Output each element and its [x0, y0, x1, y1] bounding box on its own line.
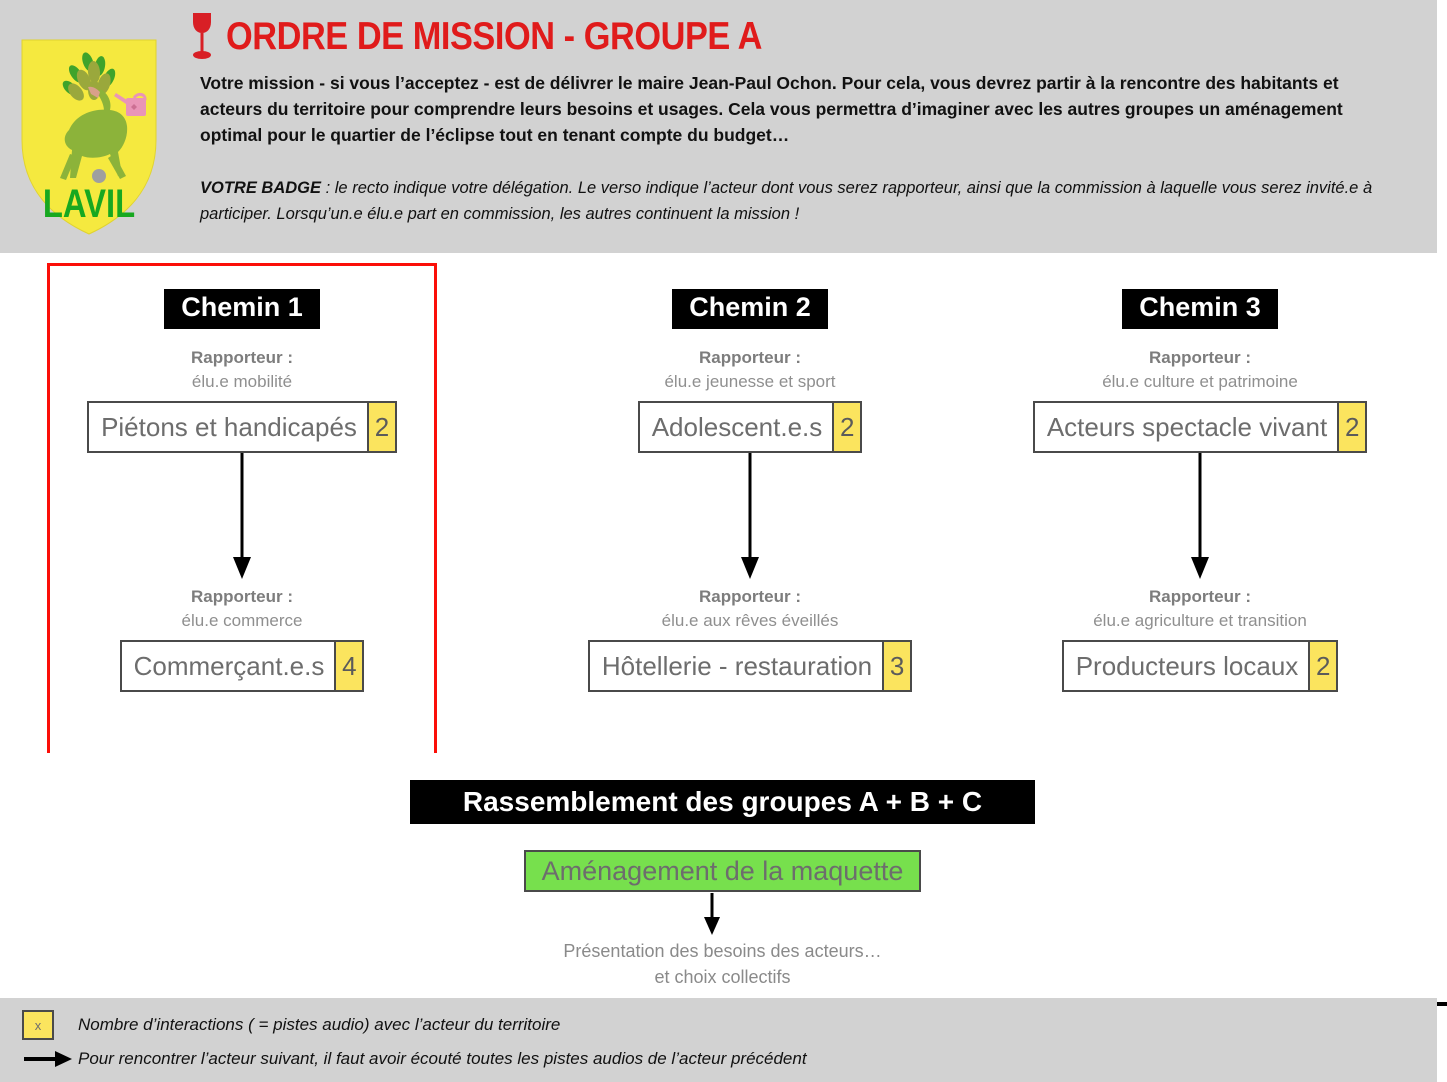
actor-interaction-count: 4: [334, 640, 365, 692]
legend-text-interactions: Nombre d’interactions ( = pistes audio) …: [78, 1015, 561, 1034]
mission-intro-paragraph: Votre mission - si vous l’acceptez - est…: [200, 73, 1343, 145]
actor-name: Adolescent.e.s: [651, 411, 823, 442]
rapporteur-value: élu.e agriculture et transition: [1093, 611, 1307, 630]
meeting-flow-arrow-icon: [700, 893, 724, 942]
actor-name: Piétons et handicapés: [101, 411, 357, 442]
legend-panel: x Nombre d’interactions ( = pistes audio…: [0, 998, 1437, 1082]
rapporteur-label-2-1: Rapporteur : élu.e jeunesse et sport: [530, 346, 970, 394]
chemin-badge-3[interactable]: Chemin 3: [1122, 289, 1278, 329]
actor-interaction-count: 2: [1308, 640, 1339, 692]
legend-arrow-icon: [22, 1048, 74, 1070]
logo-text: LAVIL: [43, 181, 135, 226]
page-title-text: ORDRE DE MISSION - GROUPE A: [226, 14, 763, 58]
chemin-column-2: Chemin 2 Rapporteur : élu.e jeunesse et …: [530, 253, 970, 692]
rapporteur-title: Rapporteur :: [699, 587, 801, 606]
rassemblement-banner: Rassemblement des groupes A + B + C: [410, 780, 1035, 824]
badge-explanation-paragraph: VOTRE BADGE : le recto indique votre dél…: [200, 175, 1380, 227]
presentation-note: Présentation des besoins des acteurs… et…: [410, 938, 1035, 990]
actor-interaction-count: 3: [882, 640, 913, 692]
rapporteur-title: Rapporteur :: [699, 348, 801, 367]
chemin-badge-1[interactable]: Chemin 1: [164, 289, 320, 329]
actor-name: Commerçant.e.s: [133, 650, 325, 681]
rapporteur-label-3-1: Rapporteur : élu.e culture et patrimoine: [980, 346, 1420, 394]
flow-arrow-icon-1: [233, 453, 251, 579]
lavil-shield-deer-logo: LAVIL: [14, 22, 164, 242]
maquette-box[interactable]: Aménagement de la maquette: [524, 850, 921, 892]
chemin-column-1: Chemin 1 Rapporteur : élu.e mobilité Pié…: [22, 253, 462, 692]
rapporteur-label-3-2: Rapporteur : élu.e agriculture et transi…: [980, 585, 1420, 633]
header-panel: LAVIL ORDRE DE MISSION - GROUPE A Votre …: [0, 0, 1437, 253]
actor-name: Producteurs locaux: [1075, 650, 1299, 681]
legend-row-arrow: Pour rencontrer l’acteur suivant, il fau…: [22, 1048, 807, 1070]
paths-section: Chemin 1 Rapporteur : élu.e mobilité Pié…: [0, 253, 1447, 1006]
rapporteur-value: élu.e aux rêves éveillés: [661, 611, 839, 630]
actor-interaction-count: 2: [832, 401, 863, 453]
actor-name: Acteurs spectacle vivant: [1046, 411, 1328, 442]
rapporteur-title: Rapporteur :: [1149, 587, 1251, 606]
rapporteur-value: élu.e jeunesse et sport: [664, 372, 836, 391]
legend-text-arrow: Pour rencontrer l’acteur suivant, il fau…: [78, 1049, 807, 1068]
actor-interaction-count: 2: [1337, 401, 1368, 453]
meeting-section: Rassemblement des groupes A + B + C Amén…: [0, 753, 1447, 998]
badge-label: VOTRE BADGE: [200, 179, 322, 197]
actor-box-2-2[interactable]: Hôtellerie - restauration 3: [587, 640, 913, 692]
rapporteur-value: élu.e commerce: [181, 611, 303, 630]
wine-glass-icon: [188, 10, 216, 62]
actor-box-3-2[interactable]: Producteurs locaux 2: [1061, 640, 1339, 692]
rapporteur-value: élu.e mobilité: [191, 372, 293, 391]
page-title: ORDRE DE MISSION - GROUPE A: [188, 8, 835, 64]
badge-text: : le recto indique votre délégation. Le …: [200, 179, 1373, 223]
legend-count-key: x: [22, 1010, 54, 1040]
actor-interaction-count: 2: [366, 401, 397, 453]
actor-box-3-1[interactable]: Acteurs spectacle vivant 2: [1032, 401, 1368, 453]
rapporteur-value: élu.e culture et patrimoine: [1102, 372, 1298, 391]
flow-arrow-icon-2: [741, 453, 759, 579]
actor-box-2-1[interactable]: Adolescent.e.s 2: [637, 401, 863, 453]
rapporteur-title: Rapporteur :: [191, 348, 293, 367]
rapporteur-label-1-2: Rapporteur : élu.e commerce: [22, 585, 462, 633]
actor-box-1-1[interactable]: Piétons et handicapés 2: [87, 401, 397, 453]
legend-row-interactions: x Nombre d’interactions ( = pistes audio…: [22, 1010, 560, 1040]
rapporteur-title: Rapporteur :: [1149, 348, 1251, 367]
chemin-badge-2[interactable]: Chemin 2: [672, 289, 828, 329]
presentation-line-1: Présentation des besoins des acteurs…: [563, 941, 882, 961]
rapporteur-label-1-1: Rapporteur : élu.e mobilité: [22, 346, 462, 394]
actor-box-1-2[interactable]: Commerçant.e.s 4: [119, 640, 365, 692]
rapporteur-title: Rapporteur :: [191, 587, 293, 606]
presentation-line-2: et choix collectifs: [654, 967, 791, 987]
chemin-column-3: Chemin 3 Rapporteur : élu.e culture et p…: [980, 253, 1420, 692]
actor-name: Hôtellerie - restauration: [601, 650, 873, 681]
flow-arrow-icon-3: [1191, 453, 1209, 579]
rapporteur-label-2-2: Rapporteur : élu.e aux rêves éveillés: [530, 585, 970, 633]
